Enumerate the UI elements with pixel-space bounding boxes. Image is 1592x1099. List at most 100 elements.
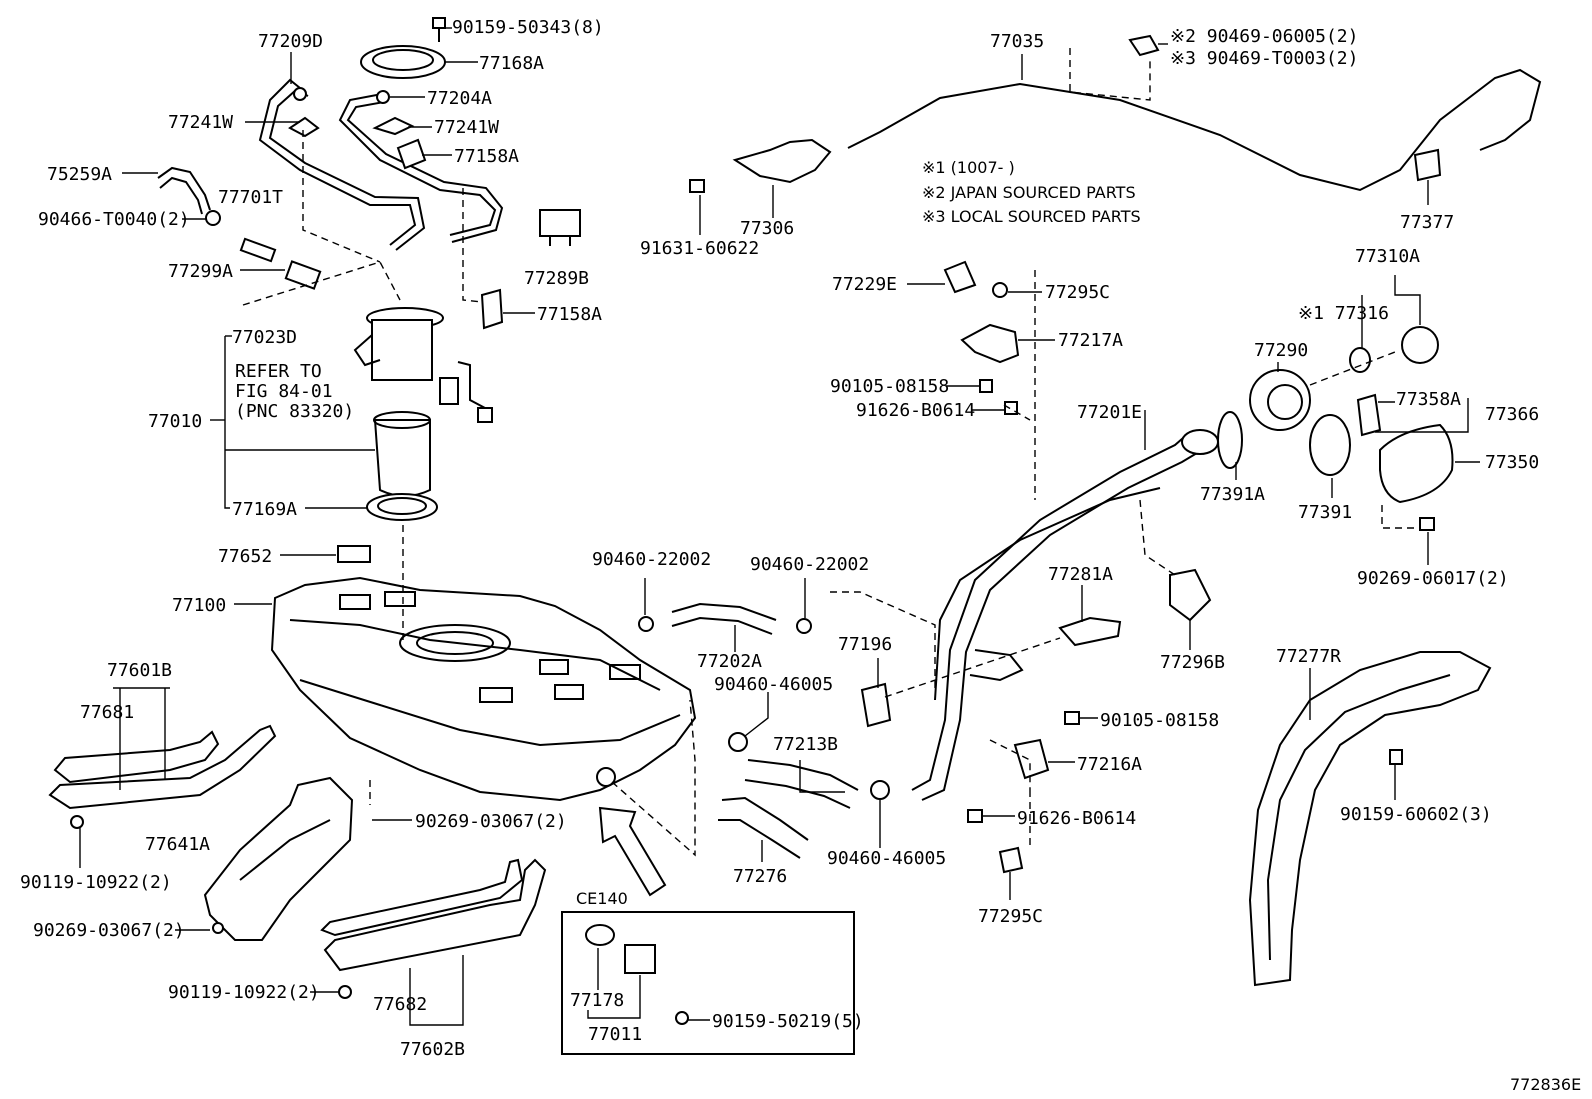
- label-77168A: 77168A: [479, 53, 544, 74]
- tank-pad-5: [554, 684, 584, 700]
- clamp-90460-46005-a: [728, 732, 748, 752]
- assembly-lines: [242, 48, 1420, 857]
- label-90269-03067-b: 90269-03067(2): [33, 920, 185, 941]
- label-77681: 77681: [80, 702, 134, 723]
- note-1007: ※1 (1007- ): [922, 158, 1015, 177]
- view-arrow: [598, 806, 667, 897]
- label-90159-60602: 90159-60602(3): [1340, 804, 1492, 825]
- label-77229E: 77229E: [832, 274, 897, 295]
- tank-outlet: [596, 767, 616, 787]
- label-90460-22002-a: 90460-22002: [592, 549, 711, 570]
- label-77296B: 77296B: [1160, 652, 1225, 673]
- label-77216A: 77216A: [1077, 754, 1142, 775]
- label-pnc-83320: (PNC 83320): [235, 401, 354, 422]
- hose-75259A-b: [159, 176, 203, 215]
- gasket-77316: [1349, 347, 1371, 373]
- label-77306: 77306: [740, 218, 794, 239]
- filter-77299A: [284, 260, 322, 290]
- pump-filter-cup-top: [373, 411, 431, 429]
- filler-breather-pipe: [934, 487, 1161, 701]
- cable-77035: [847, 68, 1542, 192]
- ring-77178: [585, 924, 615, 946]
- label-77217A: 77217A: [1058, 330, 1123, 351]
- label-77289B: 77289B: [524, 268, 589, 289]
- label-77209D: 77209D: [258, 31, 323, 52]
- part-drawings: [48, 17, 1542, 1055]
- clip-77241W-right: [372, 116, 415, 136]
- label-77295C-bottom: 77295C: [978, 906, 1043, 927]
- label-77196: 77196: [838, 634, 892, 655]
- clamp-90460-22002-b: [796, 618, 812, 634]
- label-77601B: 77601B: [107, 660, 172, 681]
- label-77201E: 77201E: [1077, 402, 1142, 423]
- strap-77682-b: [320, 858, 524, 937]
- label-77276: 77276: [733, 866, 787, 887]
- label-90119-10922-b: 90119-10922(2): [168, 982, 320, 1003]
- connector-77289B: [539, 209, 581, 237]
- label-77158A-top: 77158A: [454, 146, 519, 167]
- clip-77158A-top: [396, 138, 427, 170]
- clamp-90460-46005-b: [870, 780, 890, 800]
- pump-body: [371, 319, 433, 381]
- label-77202A: 77202A: [697, 651, 762, 672]
- label-91626-B0614-bottom: 91626-B0614: [1017, 808, 1136, 829]
- strap-77681: [53, 730, 220, 784]
- label-90469-06005: ※2 90469-06005(2): [1170, 26, 1358, 47]
- hose-75259A: [157, 166, 211, 211]
- bolt-90269-06017: [1419, 517, 1435, 531]
- opener-77306: [732, 138, 832, 184]
- bolt-91626-B0614-b: [967, 809, 983, 823]
- gasket-77168A-inner: [372, 49, 434, 71]
- clamp-90460-22002-a: [638, 616, 654, 632]
- hose-77213B: [747, 759, 859, 791]
- label-90105-08158-top: 90105-08158: [830, 376, 949, 397]
- tank-pad-6: [609, 664, 641, 680]
- clip-77295C-b: [998, 846, 1024, 874]
- label-77204A: 77204A: [427, 88, 492, 109]
- label-77701T: 77701T: [218, 187, 283, 208]
- pump-hose: [353, 334, 381, 367]
- label-90469-T0003: ※3 90469-T0003(2): [1170, 48, 1358, 69]
- label-90466-T0040: 90466-T0040(2): [38, 209, 190, 230]
- label-77178: 77178: [570, 990, 624, 1011]
- tank-pad-4: [479, 687, 513, 703]
- label-77366: 77366: [1485, 404, 1539, 425]
- hose-77202A: [671, 602, 777, 621]
- fuel-line-77209D-b: [268, 88, 426, 251]
- label-77310A: 77310A: [1355, 246, 1420, 267]
- filler-neck-mouth: [1181, 429, 1219, 455]
- ring-77391: [1309, 414, 1351, 476]
- bolt-90105-08158-b: [1064, 711, 1080, 725]
- line-connector-b: [376, 90, 390, 104]
- bolt-91631-60622: [689, 179, 705, 193]
- clip-77281A: [1058, 616, 1122, 647]
- leader-lines: [79, 27, 1480, 1026]
- heat-shield-77641A: [203, 776, 354, 941]
- line-connector-a: [293, 87, 307, 101]
- hose-77276: [721, 796, 809, 841]
- bolt-90159-50219: [675, 1011, 689, 1025]
- tank-pad-3: [539, 659, 569, 675]
- label-90159-50219: 90159-50219(5): [712, 1011, 864, 1032]
- label-90460-46005-a: 90460-46005: [714, 674, 833, 695]
- clip-90466-T0040: [205, 210, 221, 226]
- bolt-90159-60602: [1389, 749, 1403, 765]
- clip-77229E: [943, 260, 977, 294]
- tank-pad-2: [384, 591, 416, 607]
- pump-wire: [457, 361, 486, 409]
- clip-77295C-a: [992, 282, 1008, 298]
- label-90159-50343: 90159-50343(8): [452, 17, 604, 38]
- label-90460-46005-b: 90460-46005: [827, 848, 946, 869]
- label-77316: ※1 77316: [1298, 303, 1389, 324]
- strap-bolt-b: [338, 985, 352, 999]
- note-local-sourced: ※3 LOCAL SOURCED PARTS: [922, 207, 1141, 226]
- label-77241W-right: 77241W: [434, 117, 499, 138]
- bolt-90105-08158-a: [979, 379, 993, 393]
- bolt-90159-50343: [432, 17, 446, 29]
- cap-77310A: [1401, 326, 1439, 364]
- hose-77213B-b: [744, 779, 851, 809]
- bracket-77216A: [1013, 738, 1050, 780]
- label-77299A: 77299A: [168, 261, 233, 282]
- fuel-line-77204A-b: [346, 101, 504, 243]
- bracket-77217A: [960, 323, 1020, 364]
